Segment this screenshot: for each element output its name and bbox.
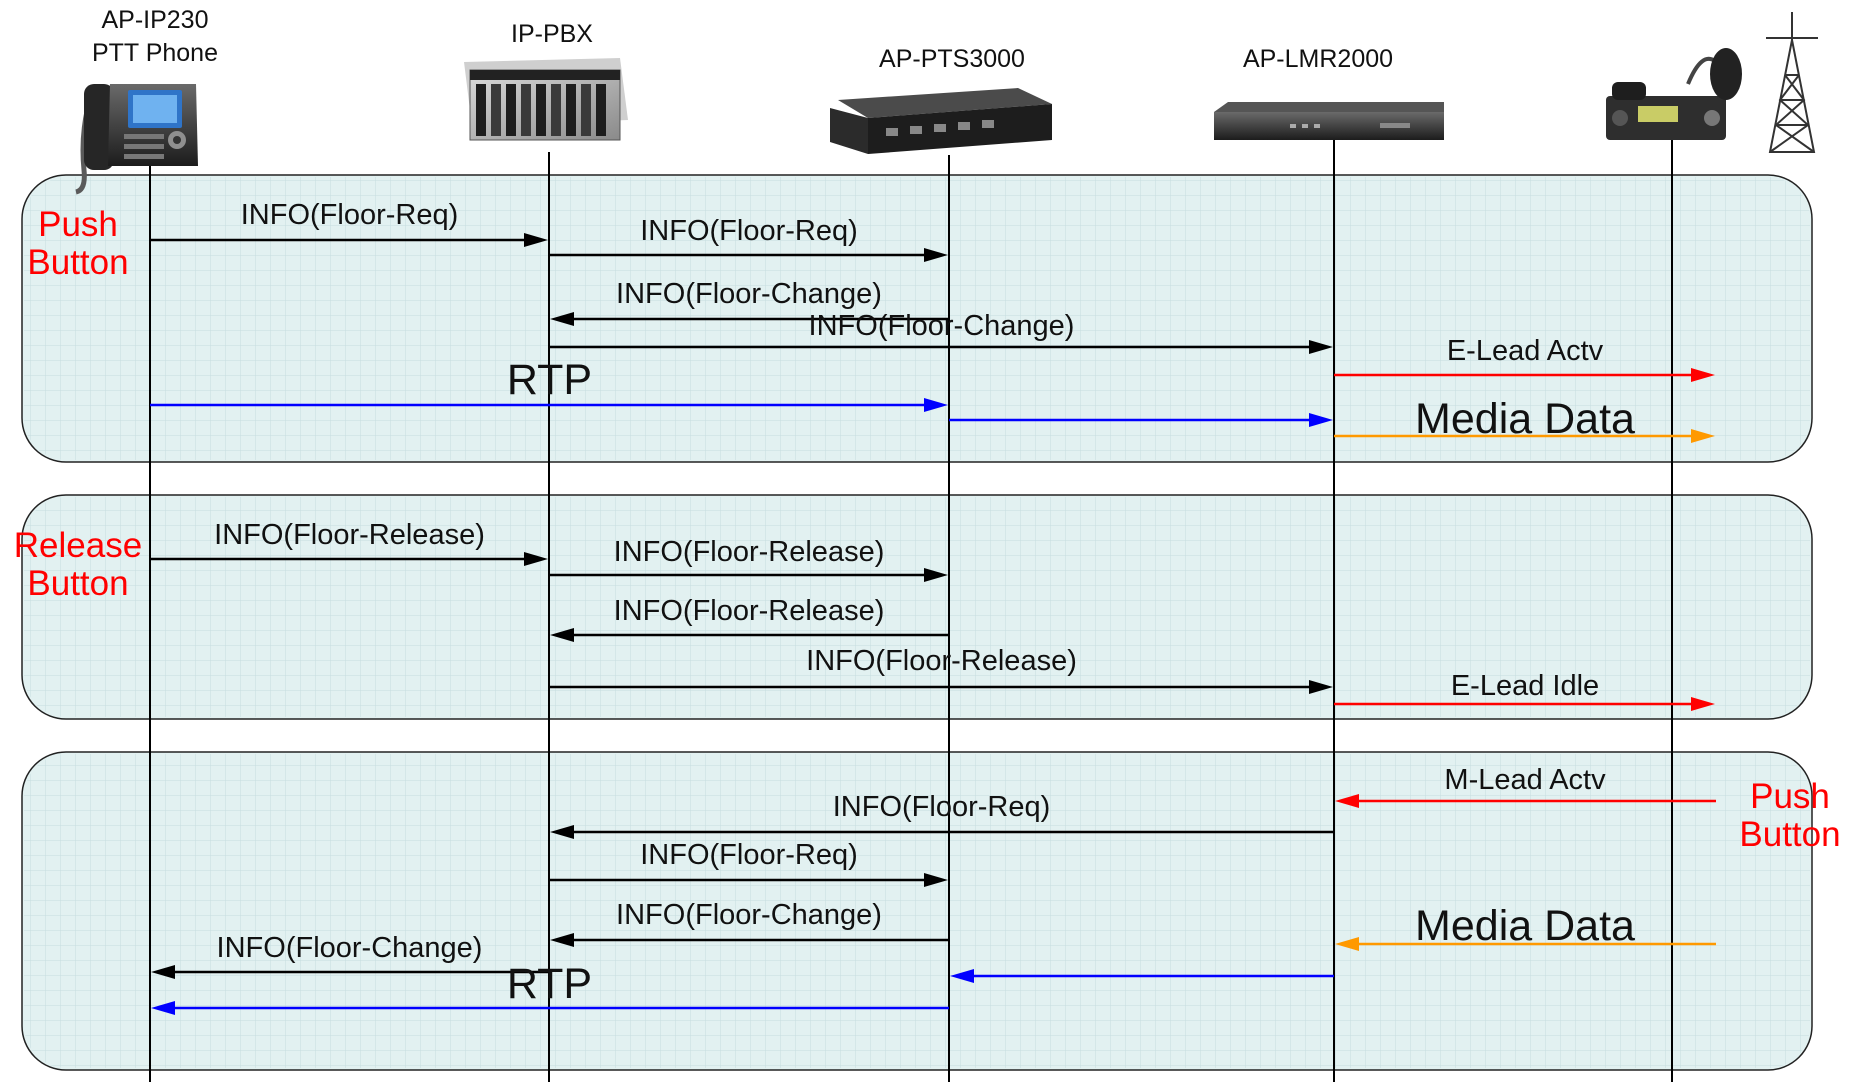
arrow-head [550,933,574,947]
arrow-head [924,398,948,412]
side-label-release: Button [27,564,128,603]
message-label: Media Data [1415,395,1635,443]
message-label: RTP [507,356,592,404]
arrow-head [1691,697,1715,711]
pbx-card-slot [566,84,576,136]
message-label: INFO(Floor-Req) [640,839,858,871]
arrow-head [950,969,974,983]
side-label-push: Push [38,205,118,244]
message-label: E-Lead Actv [1447,335,1604,367]
message-label: INFO(Floor-Req) [640,215,858,247]
arrow-head [550,312,574,326]
pbx-card-slot [476,84,486,136]
pbx-card-slot [491,84,501,136]
arrow-head [1335,794,1359,808]
message-label: INFO(Floor-Release) [806,645,1077,677]
arrow-head [1309,680,1333,694]
pbx-card-slot [596,84,606,136]
arrow-head [151,965,175,979]
message-label: INFO(Floor-Change) [616,899,882,931]
message-label: INFO(Floor-Change) [616,278,882,310]
participant-title-phone-2: PTT Phone [92,39,218,67]
side-label-radio-push: Button [1739,815,1840,854]
pbx-chassis-icon [464,58,628,141]
pbx-card-slot [521,84,531,136]
side-label-push: Button [27,243,128,282]
arrow-head [1335,937,1359,951]
arrow-head [1691,368,1715,382]
side-label-release: Release [14,526,142,565]
radio-tower-icon [1766,12,1818,153]
side-label-radio-push: Push [1750,777,1830,816]
message-label: INFO(Floor-Change) [217,932,483,964]
rack-server-icon [830,88,1052,154]
message-label: M-Lead Actv [1444,764,1606,796]
arrow-head [550,628,574,642]
arrow-head [924,248,948,262]
ip-phone-icon [75,84,198,195]
pbx-card-slot [506,84,516,136]
arrow-head [151,1001,175,1015]
participant-title-phone-1: AP-IP230 [101,6,208,34]
message-label: Media Data [1415,902,1635,950]
arrow-head [1309,413,1333,427]
message-label: INFO(Floor-Change) [809,310,1075,342]
arrow-head [1309,340,1333,354]
message-label: INFO(Floor-Release) [214,519,485,551]
message-label: RTP [507,960,592,1008]
mobile-radio-icon [1606,48,1742,140]
message-label: E-Lead Idle [1451,670,1599,702]
participant-title-lmr: AP-LMR2000 [1243,45,1393,73]
arrow-head [924,568,948,582]
message-label: INFO(Floor-Release) [614,536,885,568]
arrow-head [524,552,548,566]
arrow-head [1691,429,1715,443]
participant-title-pbx: IP-PBX [511,20,593,48]
pbx-card-slot [581,84,591,136]
arrow-head [924,873,948,887]
message-label: INFO(Floor-Release) [614,595,885,627]
pbx-card-slot [551,84,561,136]
message-label: INFO(Floor-Req) [241,199,459,231]
rack-gateway-icon [1214,102,1444,140]
participant-title-pts: AP-PTS3000 [879,45,1025,73]
arrow-head [550,825,574,839]
arrow-head [524,233,548,247]
message-label: INFO(Floor-Req) [833,791,1051,823]
pbx-card-slot [536,84,546,136]
